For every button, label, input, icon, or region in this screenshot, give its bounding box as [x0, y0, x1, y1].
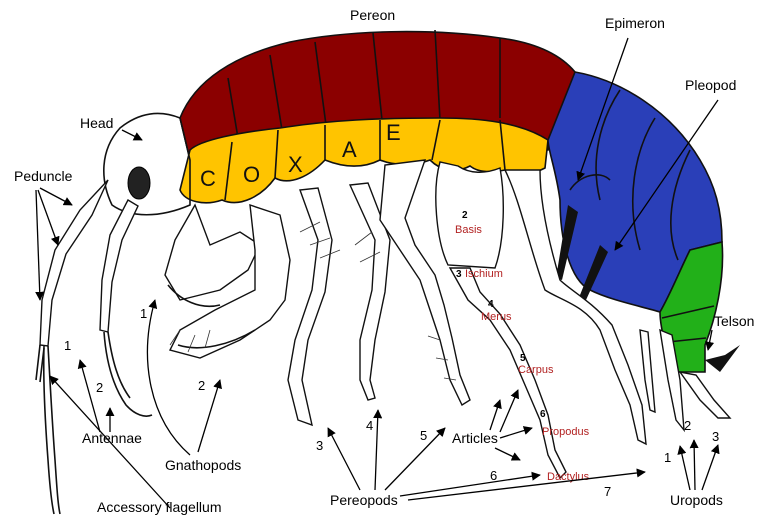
uropod-3-number: 3	[712, 429, 719, 444]
article-propodus-label: Propodus	[542, 426, 590, 438]
pereopod-7-number: 7	[604, 484, 611, 499]
pereopod-4-number: 4	[366, 418, 373, 433]
epimeron-label: Epimeron	[605, 15, 665, 31]
article-6-number: 6	[540, 409, 546, 420]
head-label: Head	[80, 115, 113, 131]
article-2-number: 2	[462, 210, 468, 221]
head-arrow	[122, 130, 142, 140]
gnathopod-1-shape	[165, 205, 260, 306]
pereopods-label: Pereopods	[330, 492, 398, 508]
article-4-number: 4	[488, 299, 494, 310]
article-merus-label: Merus	[481, 311, 512, 323]
telson-label: Telson	[714, 313, 754, 329]
compound-eye	[128, 167, 150, 199]
pereopod-6-number: 6	[490, 468, 497, 483]
peduncle-label: Peduncle	[14, 168, 73, 184]
uropods-label: Uropods	[670, 492, 723, 508]
coxae-letter-x: X	[288, 152, 303, 177]
pleopod-label: Pleopod	[685, 77, 736, 93]
article-5-number: 5	[520, 353, 526, 364]
gnathopods-label: Gnathopods	[165, 457, 241, 473]
pereopod-3-shape	[288, 188, 332, 425]
accessory-flagellum-label: Accessory flagellum	[97, 499, 222, 515]
coxae-letter-e: E	[386, 120, 401, 145]
antenna-2-number: 2	[96, 380, 103, 395]
antenna-1-number: 1	[64, 338, 71, 353]
accessory-flagellum-shape	[36, 345, 44, 382]
uropod-2-number: 2	[684, 418, 691, 433]
gnathopod-2-number: 2	[198, 378, 205, 393]
article-3-number: 3	[456, 269, 462, 280]
articles-label: Articles	[452, 430, 498, 446]
article-basis-label: Basis	[455, 224, 482, 236]
basis-6	[436, 162, 503, 268]
coxae-letter-c: C	[200, 166, 216, 191]
pereon-label: Pereon	[350, 7, 395, 23]
article-carpus-label: Carpus	[518, 364, 554, 376]
pereopod-5-number: 5	[420, 428, 427, 443]
telson-shape	[705, 345, 740, 372]
coxae-letter-a: A	[342, 137, 357, 162]
coxae-letter-o: O	[243, 162, 260, 187]
article-ischium-label: Ischium	[465, 268, 503, 280]
uropod-1-number: 1	[664, 450, 671, 465]
gnathopod-1-number: 1	[140, 306, 147, 321]
accessory-flagellum-arrow	[50, 376, 170, 508]
pereopod-3-number: 3	[316, 438, 323, 453]
gnathopod-1-arrow	[148, 300, 190, 455]
antenna-1	[40, 180, 108, 514]
head	[104, 113, 190, 214]
